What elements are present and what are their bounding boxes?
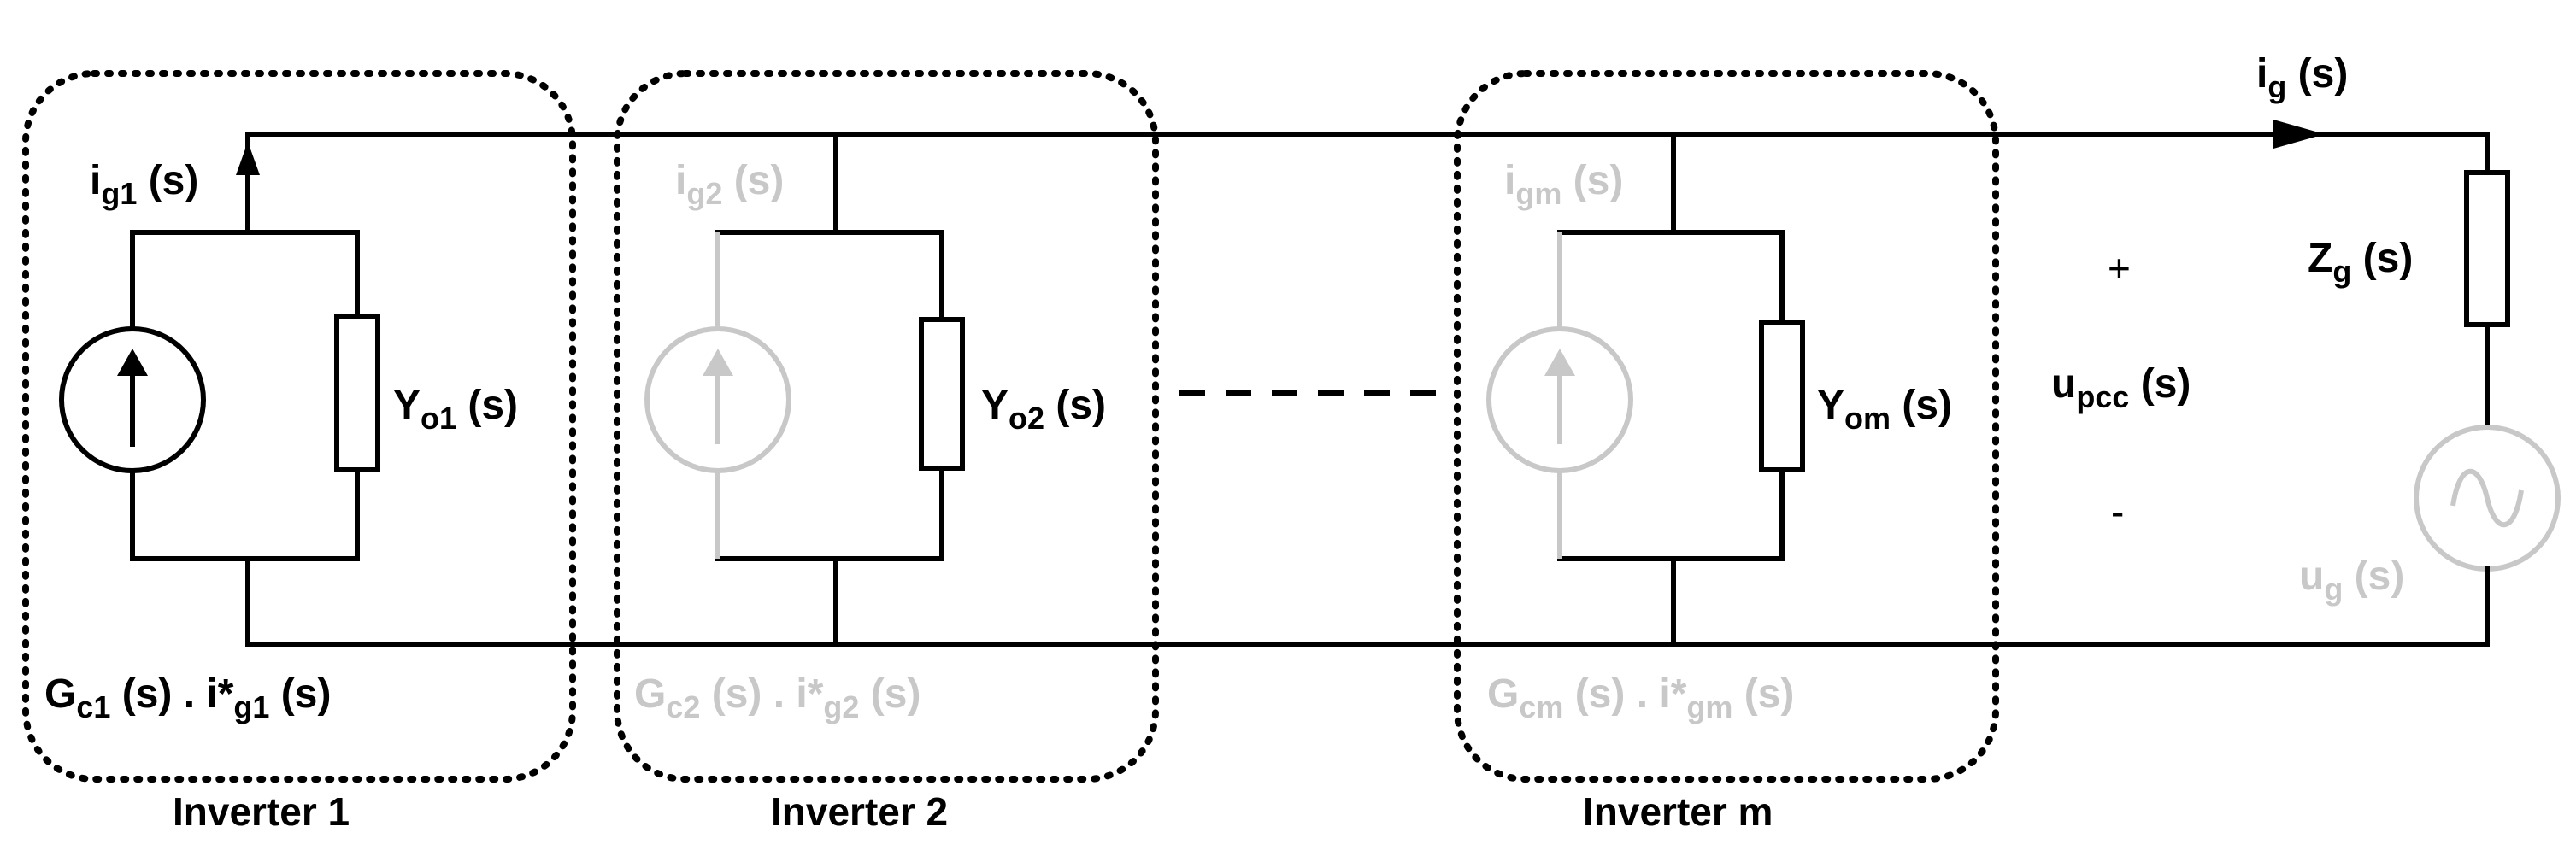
inverter-2-circuit — [644, 132, 965, 647]
inverter-m-current-label: igm (s) — [1504, 158, 1623, 211]
admittance-resistor-icon — [1759, 320, 1805, 472]
inverter-m-source-label: Gcm (s) . i*gm (s) — [1487, 671, 1794, 724]
admittance-resistor-icon — [919, 317, 965, 471]
pcc-voltage-label: upcc (s) — [2051, 361, 2191, 414]
current-source-icon — [1486, 326, 1633, 473]
inverter-m-circuit — [1486, 132, 1805, 647]
current-source-icon — [644, 326, 791, 473]
inverter-1-current-label: ig1 (s) — [90, 158, 198, 211]
inverter-1-box — [22, 70, 576, 783]
grid-current-arrow-icon — [2273, 120, 2325, 149]
pcc-plus-sign: + — [2108, 246, 2131, 290]
inverter-1-source-label: Gc1 (s) . i*g1 (s) — [44, 671, 331, 724]
grid-voltage-label: ug (s) — [2299, 554, 2404, 607]
current-arrow-icon — [236, 142, 260, 175]
grid-circuit — [2273, 120, 2561, 647]
grid-impedance-label: Zg (s) — [2308, 236, 2413, 289]
inverter-m-admittance-label: Yom (s) — [1817, 383, 1952, 436]
inverter-2-source-label: Gc2 (s) . i*g2 (s) — [634, 671, 920, 724]
grid-current-label: ig (s) — [2256, 51, 2348, 104]
inverter-2-admittance-label: Yo2 (s) — [981, 383, 1106, 436]
inverter-1-circuit — [59, 132, 380, 647]
pcc-minus-sign: - — [2111, 489, 2124, 534]
inverter-2-box — [614, 70, 1159, 783]
inverter-1-title: Inverter 1 — [173, 789, 350, 834]
inverter-m-box — [1454, 70, 1999, 783]
inverter-1-admittance-label: Yo1 (s) — [393, 383, 518, 436]
grid-impedance-icon — [2464, 170, 2510, 327]
current-source-icon — [59, 326, 206, 473]
admittance-resistor-icon — [334, 314, 380, 472]
inverter-2-title: Inverter 2 — [771, 789, 948, 834]
inverter-m-title: Inverter m — [1583, 789, 1773, 834]
inverter-2-current-label: ig2 (s) — [675, 158, 784, 211]
